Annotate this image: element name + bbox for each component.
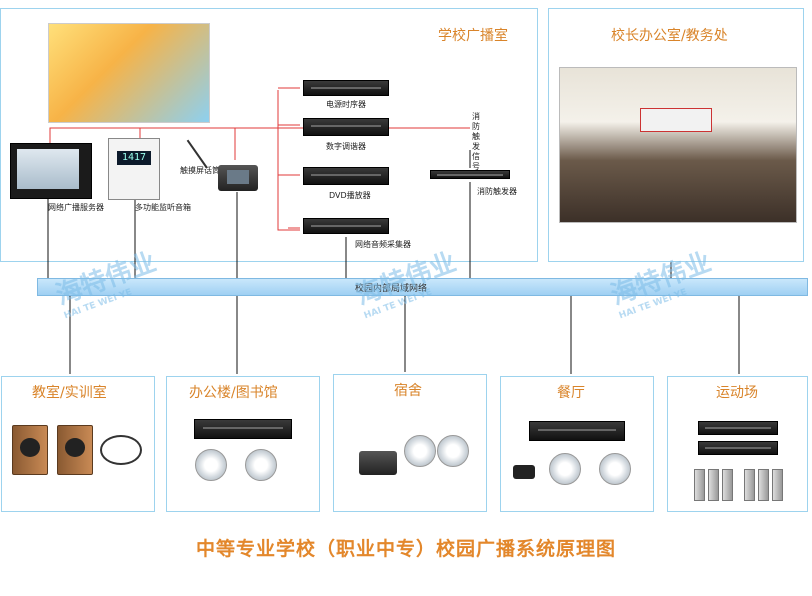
digital-tuner xyxy=(303,118,389,136)
principal-office-panel: 校长办公室/教务处 xyxy=(548,8,804,262)
column-speaker xyxy=(722,469,733,501)
paging-mic xyxy=(359,451,397,475)
power-sequencer xyxy=(303,80,389,96)
zone-title: 办公楼/图书馆 xyxy=(189,385,278,401)
zone-title: 运动场 xyxy=(716,385,758,401)
amplifier xyxy=(194,419,292,439)
monitor-speaker: 1417 xyxy=(108,138,160,200)
office-photo xyxy=(559,67,797,223)
power-sequencer-label: 电源时序器 xyxy=(326,100,366,109)
zone-panel-sportsfield: 运动场 xyxy=(667,376,808,512)
server-label: 网络广播服务器 xyxy=(48,203,104,212)
ceiling-speaker xyxy=(195,449,227,481)
broadcast-room-panel: 学校广播室 xyxy=(0,8,538,262)
lan-bus xyxy=(37,278,808,296)
diagram-title: 中等专业学校（职业中专）校园广播系统原理图 xyxy=(195,538,616,560)
amplifier xyxy=(698,441,778,455)
column-speaker xyxy=(708,469,719,501)
fire-trigger xyxy=(430,170,510,179)
wooden-speaker xyxy=(12,425,48,475)
network-collector-label: 网络音频采集器 xyxy=(355,240,411,249)
dvd-player-label: DVD播放器 xyxy=(329,191,371,200)
wireless-headset xyxy=(100,435,142,465)
amplifier xyxy=(529,421,625,441)
lan-bus-label: 校园内部局域网络 xyxy=(355,284,428,294)
column-speaker xyxy=(744,469,755,501)
fire-signal-label: 消防触发信号 xyxy=(472,112,480,171)
ceiling-speaker xyxy=(245,449,277,481)
principal-office-title: 校长办公室/教务处 xyxy=(611,28,728,44)
network-collector xyxy=(303,218,389,234)
zone-title: 教室/实训室 xyxy=(32,385,107,401)
column-speaker xyxy=(694,469,705,501)
zone-panel-canteen: 餐厅 xyxy=(500,376,654,512)
monitor-display: 1417 xyxy=(117,151,151,165)
monitor-speaker-label: 多功能监听音箱 xyxy=(135,203,191,212)
column-speaker xyxy=(772,469,783,501)
fire-trigger-label: 消防触发器 xyxy=(477,187,517,196)
zone-title: 宿舍 xyxy=(394,383,422,399)
zone-panel-office: 办公楼/图书馆 xyxy=(166,376,320,512)
ceiling-speaker xyxy=(549,453,581,485)
zone-title: 餐厅 xyxy=(557,385,585,401)
wooden-speaker xyxy=(57,425,93,475)
banner-photo xyxy=(48,23,210,123)
dvd-player xyxy=(303,167,389,185)
zone-panel-dorm: 宿舍 xyxy=(333,374,487,512)
paging-mic xyxy=(513,465,535,479)
ceiling-speaker xyxy=(599,453,631,485)
touch-mic xyxy=(218,165,258,191)
touch-mic-label: 触摸屏话筒 xyxy=(180,166,220,175)
column-speaker xyxy=(758,469,769,501)
ceiling-speaker xyxy=(437,435,469,467)
broadcast-server xyxy=(10,143,92,199)
ceiling-speaker xyxy=(404,435,436,467)
wireless-receiver xyxy=(698,421,778,435)
zone-panel-classroom: 教室/实训室 xyxy=(1,376,155,512)
broadcast-room-title: 学校广播室 xyxy=(438,28,508,44)
digital-tuner-label: 数字调谐器 xyxy=(326,142,366,151)
